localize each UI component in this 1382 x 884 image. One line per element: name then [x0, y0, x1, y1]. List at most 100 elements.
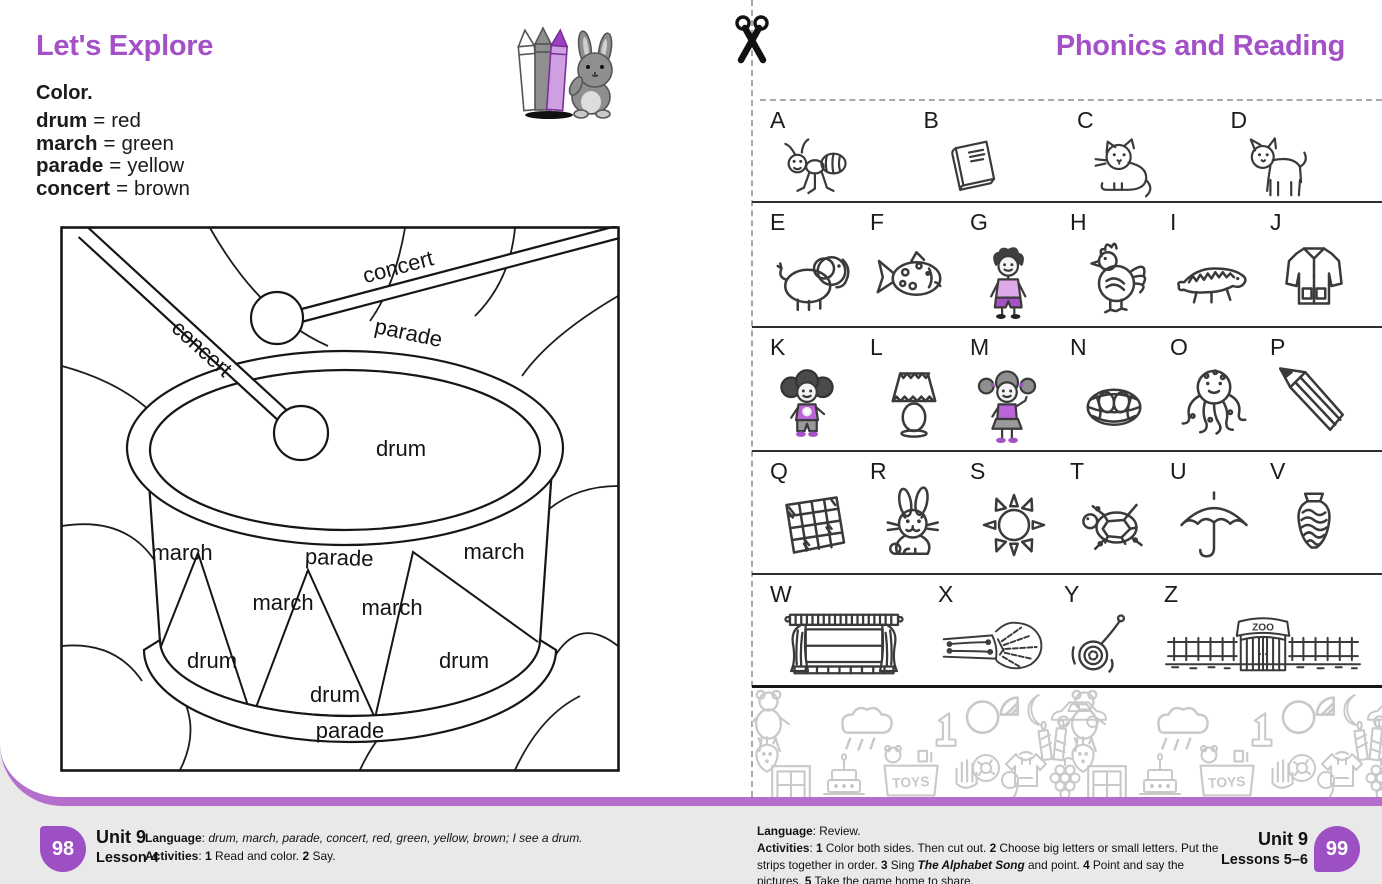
page-number-badge-right: 99 [1314, 826, 1360, 872]
language-line: Language: Review. [757, 824, 861, 838]
letter-label-c: C [1077, 107, 1094, 133]
jacket-icon [1268, 236, 1360, 316]
teacher-note-right: Language: Review. Activities: 1 Color bo… [757, 823, 1223, 884]
pencil-icon [1268, 361, 1360, 441]
teacher-note-left: Language: drum, march, parade, concert, … [145, 829, 705, 865]
activities-line: Activities: 1 Read and color. 2 Say. [145, 849, 336, 863]
language-line: Language: drum, march, parade, concert, … [145, 831, 583, 845]
nest-icon [1068, 361, 1160, 441]
letter-cell-x: X [936, 575, 1062, 678]
drum-label: drum [376, 436, 426, 461]
letter-cell-b: B [922, 101, 1076, 204]
letter-label-b: B [923, 107, 939, 133]
key-line-march: march=green [36, 131, 174, 155]
lesson-label: Lessons 5–6 [1220, 851, 1308, 868]
lesson-label: Lesson 4 [96, 849, 159, 866]
drum-label: march [463, 539, 524, 564]
letter-cell-e: E [768, 203, 868, 316]
hen-icon [1068, 236, 1160, 316]
color-instruction: Color. [36, 82, 93, 104]
letter-cell-q: Q [768, 452, 868, 565]
key-line-concert: concert=brown [36, 176, 190, 200]
doodle-orange-icon [1280, 690, 1338, 738]
key-line-drum: drum=red [36, 109, 141, 132]
crayons-bunny-illustration [517, 26, 613, 119]
letter-label-n: N [1070, 334, 1087, 360]
doodle-nine-icon [1314, 770, 1338, 797]
letter-label-r: R [870, 458, 887, 484]
letter-label-y: Y [1064, 581, 1080, 607]
doodle-window2-icon [768, 762, 814, 797]
key-line-parade: parade=yellow [36, 154, 185, 177]
unit-label: Unit 9 [1257, 829, 1308, 849]
letter-label-s: S [970, 458, 986, 484]
drum-label: parade [316, 718, 385, 743]
left-page-title: Let's Explore [36, 30, 214, 62]
letter-label-m: M [970, 334, 990, 360]
letter-label-e: E [770, 209, 786, 235]
letter-label-x: X [938, 581, 954, 607]
letter-cell-s: S [968, 452, 1068, 565]
drum-label: parade [372, 313, 444, 352]
letter-cell-a: A [768, 101, 922, 204]
letter-cell-t: T [1068, 452, 1168, 565]
letter-label-v: V [1270, 458, 1286, 484]
letter-label-a: A [770, 107, 786, 133]
zoo-icon [1162, 608, 1364, 680]
drum-label: drum [187, 648, 237, 673]
drum-label: march [252, 590, 313, 615]
drum-coloring-picture: concert concert parade drum march parade… [60, 226, 620, 772]
doodle-nine-icon [998, 770, 1022, 797]
letter-cell-z: Z [1162, 575, 1382, 680]
rabbit-icon [868, 485, 960, 565]
girl-pigtails-icon [968, 361, 1046, 455]
doodle-orange-icon [964, 690, 1022, 738]
page-number-badge-left: 98 [40, 826, 86, 872]
yoyo-icon [1062, 608, 1136, 682]
letter-label-p: P [1270, 334, 1286, 360]
doodle-cake-icon [820, 750, 868, 797]
doodle-cake-icon [1136, 750, 1184, 797]
elephant-icon [768, 236, 860, 316]
iguana-icon [1168, 236, 1260, 316]
activities-line: Activities: 1 Color both sides. Then cut… [757, 840, 1219, 884]
quilt-icon [768, 485, 860, 565]
scissors-icon [735, 15, 769, 64]
letter-cell-o: O [1168, 328, 1268, 441]
letter-cell-w: W [768, 575, 936, 680]
letter-label-f: F [870, 209, 885, 235]
right-page-title: Phonics and Reading [1055, 30, 1345, 62]
dog-icon [1229, 134, 1325, 204]
letter-cell-v: V [1268, 452, 1368, 565]
letter-cell-l: L [868, 328, 968, 441]
drum-label: drum [310, 682, 360, 707]
letter-cell-u: U [1168, 452, 1268, 565]
vertical-cut-line [751, 0, 753, 797]
vase-icon [1268, 485, 1360, 565]
letter-cell-k: K [768, 328, 868, 455]
doodle-toybox-icon [1192, 742, 1260, 797]
letter-cell-g: G [968, 203, 1068, 330]
letter-label-z: Z [1164, 581, 1179, 607]
boy-icon [968, 236, 1046, 330]
cat-icon [1075, 134, 1171, 204]
doodle-toybox-icon [876, 742, 944, 797]
unit-label: Unit 9 [96, 827, 147, 847]
doodle-candle-icon [1350, 716, 1382, 766]
horizontal-cut-line [760, 99, 1382, 101]
letter-label-l: L [870, 334, 883, 360]
letter-cell-h: H [1068, 203, 1168, 316]
letter-cell-y: Y [1062, 575, 1162, 682]
letter-cell-p: P [1268, 328, 1368, 441]
drum-label: parade [305, 544, 374, 571]
umbrella-icon [1168, 485, 1260, 565]
letter-label-k: K [770, 334, 786, 360]
letter-label-q: Q [770, 458, 788, 484]
book-icon [922, 134, 1018, 204]
